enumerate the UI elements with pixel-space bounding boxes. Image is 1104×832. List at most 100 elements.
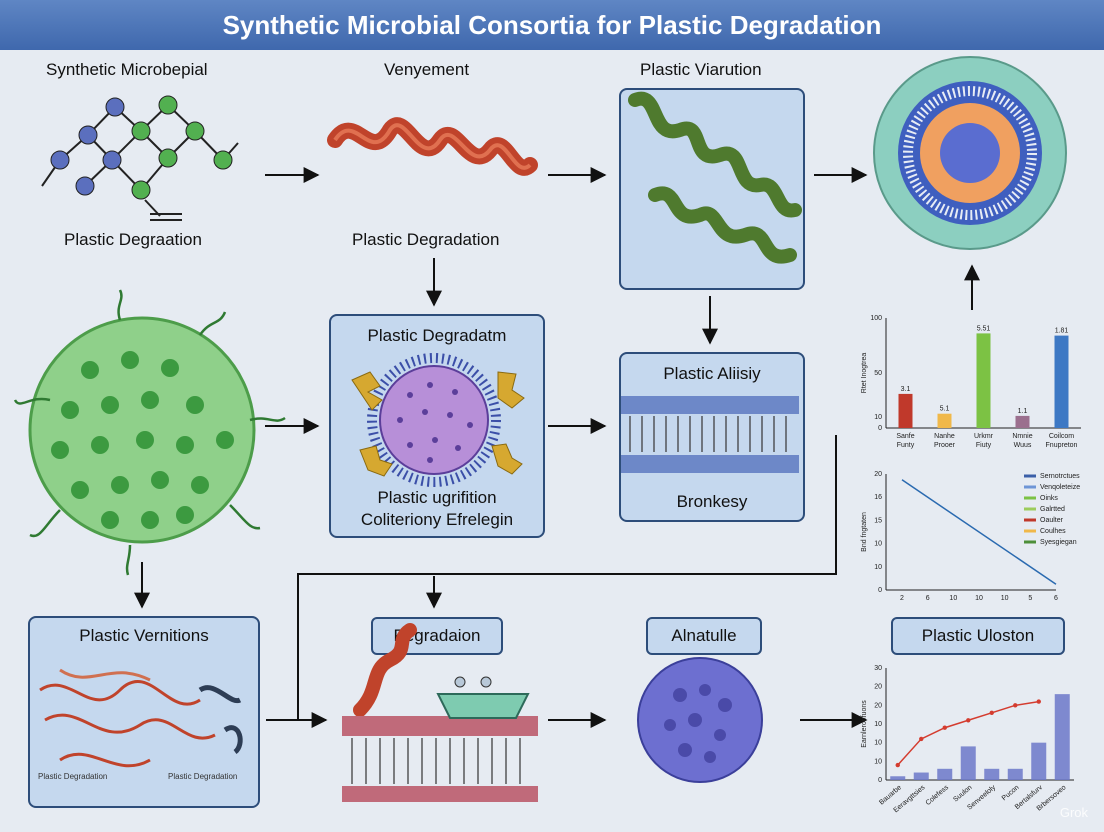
middle-center-box-line1: Plastic ugrifition (377, 488, 497, 507)
data-label: 1.1 (1018, 408, 1028, 415)
top-middle-caption: Plastic Degradation (352, 230, 500, 249)
bottom-left-caption-right: Plastic Degradation (168, 772, 238, 781)
green-bacterium-icon (13, 289, 286, 576)
legend-label: Sernotrctues (1040, 473, 1080, 480)
y-tick-label: 10 (874, 721, 882, 728)
cell-cross-section-icon (873, 56, 1067, 250)
legend-label: Oinks (1040, 495, 1058, 502)
x-tick-label: 10 (1001, 595, 1009, 602)
series-point (919, 736, 924, 742)
y-tick-label: 100 (870, 315, 882, 322)
virus-particle-icon (351, 353, 525, 487)
bottom-left-box: Plastic Vernitions (28, 616, 260, 808)
middle-right-box-caption: Bronkesy (676, 492, 748, 511)
x-tick-label: 5 (1028, 595, 1032, 602)
bottom-left-caption-left: Plastic Degradation (38, 772, 108, 781)
y-tick-label: 0 (878, 777, 882, 784)
fiber-network-icon (39, 668, 243, 768)
middle-center-box-line2: Coliteriony Efrelegin (360, 510, 514, 529)
bottom-right-pill: Plastic Uloston (891, 617, 1065, 655)
series-point (966, 718, 971, 723)
data-label: 5.51 (977, 325, 991, 332)
bar (937, 413, 952, 428)
legend-label: Galrtted (1040, 506, 1065, 513)
bar (1031, 742, 1047, 780)
x-tick-label: Fnupreton (1046, 442, 1078, 449)
line-chart-2: 0 10 10 15 16 20 2 6 10 10 10 5 6 Bnd fngtaten Sernotr… (861, 471, 1080, 602)
y-tick-label: 10 (874, 541, 882, 548)
bar (913, 772, 929, 780)
bar (898, 393, 913, 428)
middle-right-box-title: Plastic Aliisiy (663, 364, 761, 383)
data-label: 5.1 (940, 406, 950, 413)
green-helix-icon (628, 91, 802, 264)
y-tick-label: 20 (874, 702, 882, 709)
bar (1015, 415, 1030, 428)
legend-label: Syesgiegan (1040, 539, 1077, 546)
page-title: Synthetic Microbial Consortia for Plasti… (222, 10, 882, 40)
y-tick-label: 0 (878, 425, 882, 432)
x-tick-label: 6 (1054, 595, 1058, 602)
helix-protein-icon (327, 117, 538, 176)
top-right-heading: Plastic Viarution (640, 60, 762, 79)
x-tick-label: Funty (897, 442, 915, 449)
top-left-heading: Synthetic Microbepial (46, 60, 208, 79)
x-tick-label: 10 (975, 595, 983, 602)
x-tick-label: Pucon (1001, 784, 1021, 802)
bar-line-chart-3: 0101010202030EarnleronfuonsBauarbeEeravg… (861, 665, 1074, 814)
y-tick-label: 10 (874, 564, 882, 571)
y-tick-label: 50 (874, 370, 882, 377)
y-axis-label: Earnleronfuons (861, 700, 868, 748)
x-tick-label: Prooer (934, 442, 956, 449)
series-point (895, 762, 900, 768)
bar (1054, 335, 1069, 428)
x-tick-label: Wuus (1014, 442, 1032, 449)
series-point (1013, 703, 1018, 708)
connector-line (297, 435, 837, 720)
y-tick-label: 10 (874, 740, 882, 747)
y-tick-label: 16 (874, 494, 882, 501)
data-label: 1.81 (1055, 328, 1069, 335)
series-point (1036, 699, 1041, 704)
watermark: Grok (1059, 805, 1088, 820)
top-middle-heading: Venyement (384, 60, 470, 79)
bar (1054, 694, 1070, 780)
y-tick-label: 10 (874, 758, 882, 765)
y-tick-label: 20 (874, 471, 882, 478)
bottom-center-pill: Pegradaion (371, 617, 503, 655)
x-tick-label: 10 (949, 595, 957, 602)
title-bar (0, 0, 1104, 50)
bottom-right-mid-pill: Alnatulle (646, 617, 762, 655)
x-tick-label: Nmnie (1012, 433, 1032, 440)
x-tick-label: Fiuty (976, 442, 992, 449)
y-axis-label: Bnd fngtaten (861, 512, 868, 552)
membrane-bilayer-icon (621, 396, 799, 473)
x-tick-label: Suulon (952, 784, 973, 803)
trend-line (901, 479, 1057, 585)
y-tick-label: 15 (874, 517, 882, 524)
top-left-caption: Plastic Degraation (64, 230, 202, 249)
bar (937, 768, 953, 780)
x-tick-label: Sanfe (896, 433, 914, 440)
middle-center-box-title: Plastic Degradatm (367, 326, 507, 345)
y-axis-label: Rtet Inogtrea (861, 353, 868, 394)
legend-label: Coulhes (1040, 528, 1066, 535)
x-tick-label: Coilcom (1049, 433, 1074, 440)
x-tick-label: 6 (926, 595, 930, 602)
y-tick-label: 10 (874, 414, 882, 421)
bottom-left-box-title: Plastic Vernitions (79, 626, 209, 645)
series-point (989, 710, 994, 715)
legend-label: Venqoleteize (1040, 484, 1080, 491)
x-tick-label: 2 (900, 595, 904, 602)
bar (890, 776, 906, 780)
enzyme-membrane-icon (342, 623, 538, 802)
x-tick-label: Nanhe (934, 433, 955, 440)
data-label: 3.1 (901, 386, 911, 393)
x-tick-label: Colefess (925, 784, 951, 807)
legend-label: Oaulter (1040, 517, 1064, 524)
series-point (942, 725, 947, 730)
y-tick-label: 30 (874, 665, 882, 672)
y-tick-label: 0 (878, 587, 882, 594)
